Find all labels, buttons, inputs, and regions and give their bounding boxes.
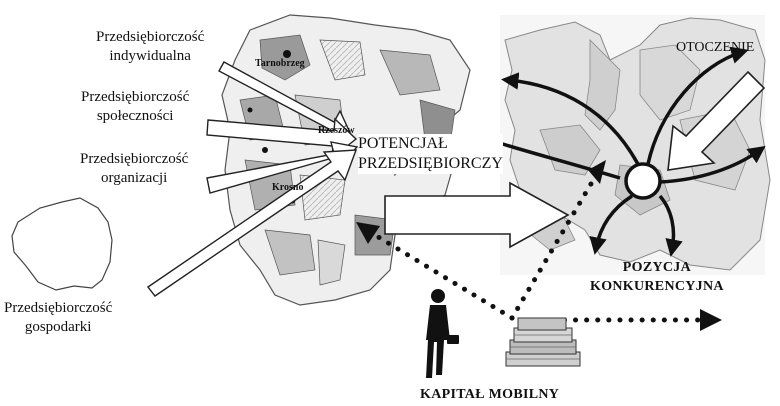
input-arrows (146, 61, 359, 297)
poland-outline (11, 197, 113, 291)
label-mobile-capital: KAPITAŁ MOBILNY (420, 387, 560, 402)
city-tarnobrzeg: Tarnobrzeg (255, 58, 305, 69)
arrow-economy (146, 149, 358, 297)
money-stack (505, 317, 581, 367)
businessman-figure (426, 289, 459, 378)
label-potential: POTENCJAŁ PRZEDSIĘBIORCZY (358, 134, 503, 174)
label-individual: Przedsiębiorczość indywidualna (96, 29, 205, 64)
dotted-head-right (700, 309, 722, 331)
arrow-to-europe (384, 181, 570, 249)
label-economy: Przedsiębiorczość gospodarki (4, 300, 113, 335)
dotted-head-left (356, 222, 380, 244)
city-krosno: Krosno (272, 182, 304, 193)
label-environment: OTOCZENIE (676, 40, 755, 55)
dotted-head-up (588, 160, 606, 184)
label-community: Przedsiębiorczość społeczności (81, 89, 190, 124)
arrow-environment (667, 70, 766, 171)
competitive-hub (483, 46, 766, 257)
city-rzeszow: Rzeszów (318, 125, 355, 136)
label-competitive-position: POZYCJA KONKURENCYJNA (590, 260, 724, 294)
label-organization: Przedsiębiorczość organizacji (80, 151, 189, 186)
competitive-circle (624, 162, 662, 200)
